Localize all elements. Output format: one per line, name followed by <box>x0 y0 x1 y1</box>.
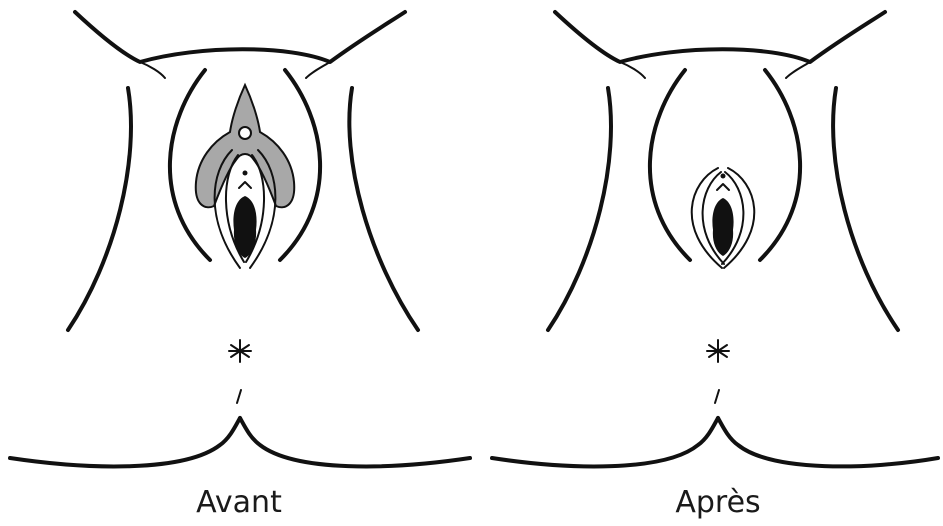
before-top-fold-left <box>140 62 165 78</box>
after-label: Après <box>675 485 760 520</box>
before-top-fold-right <box>306 62 330 78</box>
before-center-dot <box>243 171 248 176</box>
before-center-mark <box>239 182 251 188</box>
before-thigh-left <box>68 88 131 330</box>
after-thigh-left <box>548 88 611 330</box>
before-star-mark <box>229 340 251 362</box>
panel-before: Avant <box>10 12 470 520</box>
after-lower-tick <box>715 390 719 403</box>
after-star-mark <box>707 340 729 362</box>
before-bottom-curve-right <box>240 418 470 466</box>
after-outer-contour-left <box>650 70 690 260</box>
before-bottom-curve-left <box>10 418 240 466</box>
before-shaded-region <box>196 85 294 207</box>
after-center-dot <box>721 174 726 179</box>
before-label: Avant <box>196 485 282 520</box>
after-thigh-right <box>833 88 898 330</box>
before-lower-tick <box>237 390 241 403</box>
after-top-outline <box>555 12 885 62</box>
after-bottom-curve-left <box>492 418 718 466</box>
after-bottom-curve-right <box>718 418 938 466</box>
before-top-outline <box>75 12 405 62</box>
after-top-fold-left <box>620 62 645 78</box>
after-center-mark <box>717 184 729 190</box>
before-small-circle <box>239 127 251 139</box>
after-dark-opening <box>712 198 733 256</box>
before-thigh-right <box>349 88 418 330</box>
after-top-fold-right <box>786 62 810 78</box>
after-outer-contour-right <box>760 70 800 260</box>
panel-after: Après <box>492 12 938 520</box>
